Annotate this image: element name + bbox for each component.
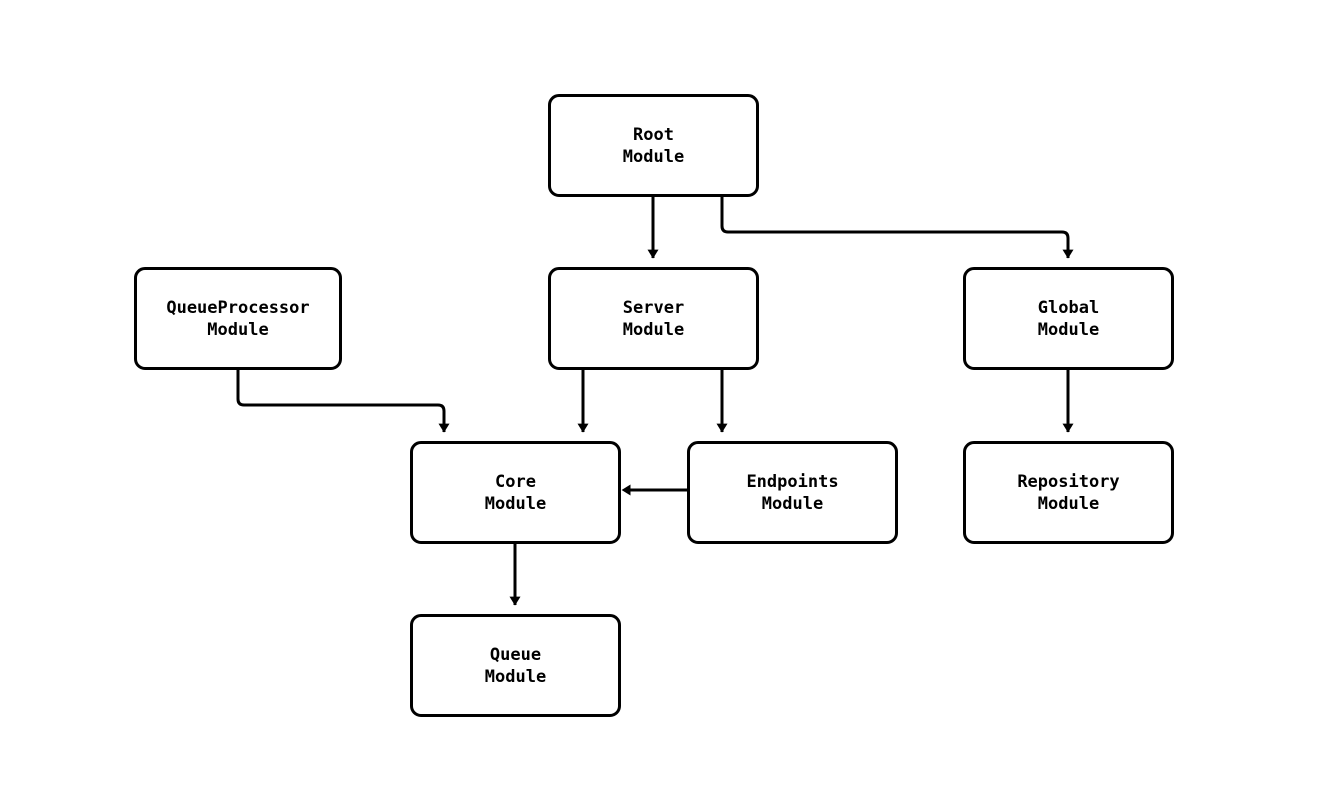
node-queueprocessor-module-line1: QueueProcessor <box>166 297 310 318</box>
node-queueprocessor-module[interactable]: QueueProcessor Module <box>134 267 342 370</box>
node-root-module-line2: Module <box>622 146 685 167</box>
node-server-module[interactable]: Server Module <box>548 267 759 370</box>
node-server-module-line2: Module <box>622 319 685 340</box>
node-core-module-line2: Module <box>484 493 547 514</box>
node-core-module-line1: Core <box>495 471 536 492</box>
node-queue-module-line2: Module <box>484 666 547 687</box>
node-global-module-line2: Module <box>1037 319 1100 340</box>
node-global-module-line1: Global <box>1037 297 1100 318</box>
node-root-module-line1: Root <box>633 124 674 145</box>
node-global-module[interactable]: Global Module <box>963 267 1174 370</box>
node-root-module[interactable]: Root Module <box>548 94 759 197</box>
node-repository-module[interactable]: Repository Module <box>963 441 1174 544</box>
node-queue-module[interactable]: Queue Module <box>410 614 621 717</box>
node-endpoints-module-line2: Module <box>761 493 824 514</box>
node-server-module-line1: Server <box>622 297 685 318</box>
node-core-module[interactable]: Core Module <box>410 441 621 544</box>
node-queueprocessor-module-line2: Module <box>207 319 269 340</box>
node-repository-module-line2: Module <box>1037 493 1100 514</box>
node-endpoints-module[interactable]: Endpoints Module <box>687 441 898 544</box>
node-queue-module-line1: Queue <box>489 644 542 665</box>
edge-queueprocessor-to-core <box>236 370 450 433</box>
node-endpoints-module-line1: Endpoints <box>746 471 839 492</box>
node-repository-module-line1: Repository <box>1017 471 1120 492</box>
edge-root-to-global <box>720 197 1074 259</box>
